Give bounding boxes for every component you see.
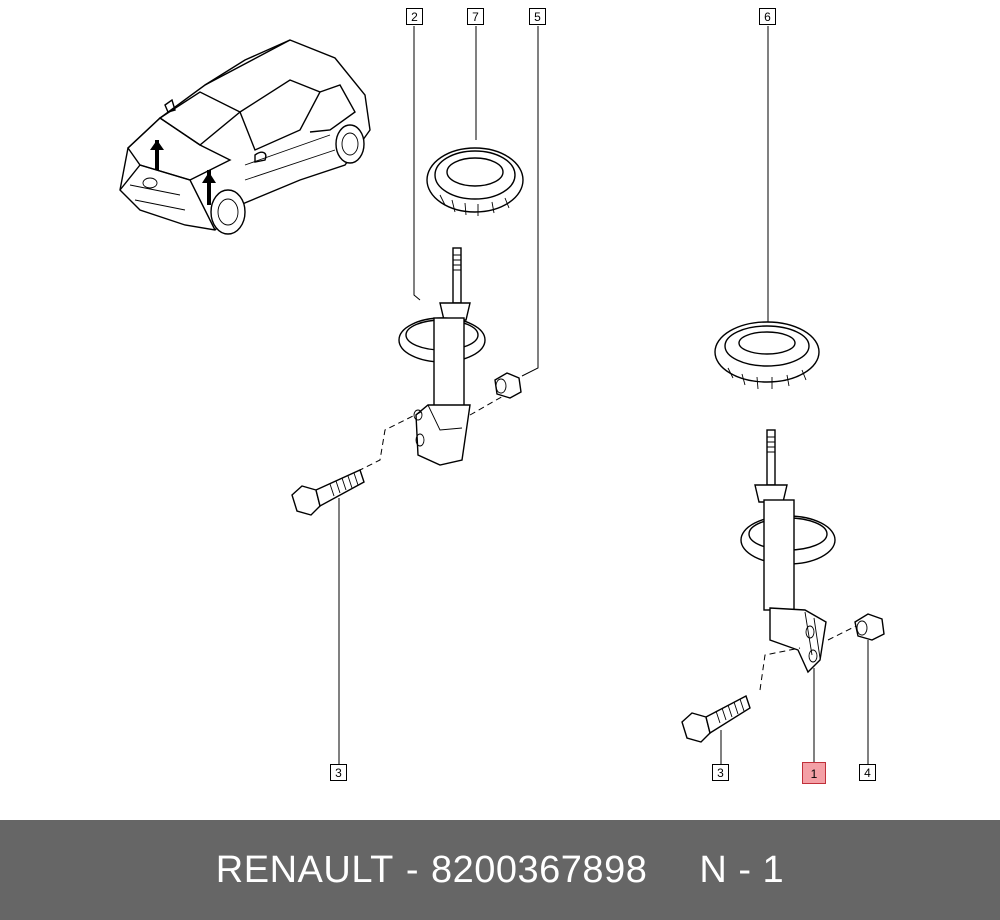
- spring-seat-lower: [714, 321, 820, 390]
- callout-5[interactable]: 5: [529, 8, 546, 25]
- car-illustration: [119, 39, 371, 235]
- nut-right: [854, 613, 885, 641]
- brand-label: RENAULT: [215, 848, 394, 891]
- bolt-right: [681, 694, 751, 743]
- callout-6[interactable]: 6: [759, 8, 776, 25]
- callout-1[interactable]: 1: [802, 762, 826, 784]
- callout-3-left[interactable]: 3: [330, 764, 347, 781]
- position-code: N - 1: [699, 848, 785, 891]
- part-number: 8200367898: [431, 848, 648, 891]
- spring-seat-upper: [426, 147, 524, 216]
- callout-2[interactable]: 2: [406, 8, 423, 25]
- leader-lines: [338, 26, 869, 764]
- callout-4[interactable]: 4: [859, 764, 876, 781]
- part-info-footer: RENAULT - 8200367898 N - 1: [0, 820, 1000, 920]
- nut-left: [494, 372, 522, 399]
- callout-7[interactable]: 7: [467, 8, 484, 25]
- shock-absorber-right[interactable]: [740, 429, 859, 691]
- callout-3-right[interactable]: 3: [712, 764, 729, 781]
- brand-separator: -: [405, 848, 419, 891]
- exploded-parts-diagram: 2 7 5 6 3 3 1 4: [119, 8, 885, 784]
- shock-absorber-left: [339, 247, 506, 481]
- bolt-left: [291, 469, 365, 516]
